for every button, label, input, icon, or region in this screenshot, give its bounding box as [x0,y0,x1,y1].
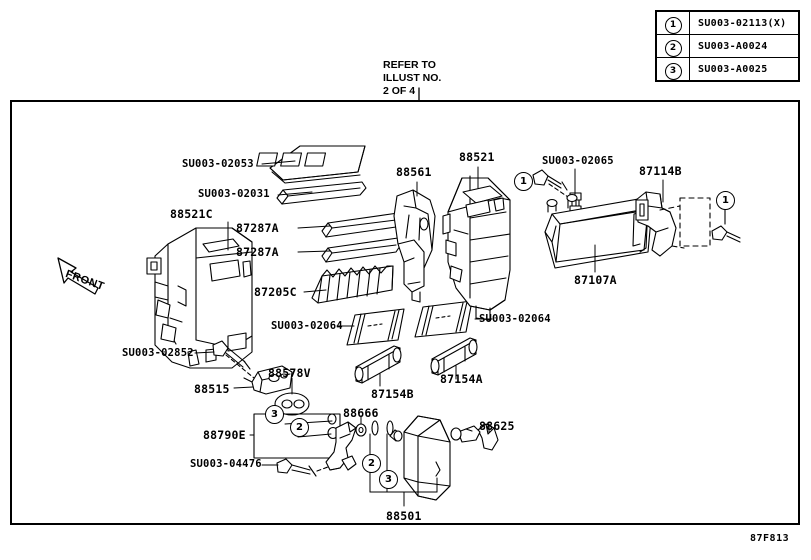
legend-circle-2: 2 [664,40,682,57]
refer-line-3: 2 OF 4 [383,85,416,97]
callout-2-bottom: 2 [362,454,381,473]
label-88790e: 88790E [203,428,246,442]
label-88501: 88501 [386,509,422,523]
callout-3-bottom: 3 [379,470,398,489]
legend-circle-3: 3 [664,63,682,80]
label-88521: 88521 [459,150,495,164]
label-88666: 88666 [343,406,379,420]
label-su003-02064-left: SU003-02064 [271,320,343,332]
legend-row: 3 SU003-A0025 [655,57,800,82]
label-87154b: 87154B [371,387,414,401]
label-87114b: 87114B [639,164,682,178]
label-su003-02065: SU003-02065 [542,155,614,167]
legend-code-1: SU003-02113(X) [689,10,800,35]
legend-row: 2 SU003-A0024 [655,34,800,58]
callout-3-left: 3 [265,405,284,424]
label-88521c: 88521C [170,207,213,221]
label-su003-02852: SU003-02852 [122,347,194,359]
label-87287a-lower: 87287A [236,245,279,259]
label-87154a: 87154A [440,372,483,386]
legend-code-3: SU003-A0025 [689,57,800,82]
label-su003-04476: SU003-04476 [190,458,262,470]
label-su003-02053: SU003-02053 [182,158,254,170]
legend-row: 1 SU003-02113(X) [655,10,800,35]
refer-line-1: REFER TO [383,59,436,71]
legend-table: 1 SU003-02113(X) 2 SU003-A0024 3 SU003-A… [655,10,800,82]
refer-line-2: ILLUST NO. [383,72,442,84]
callout-1-top: 1 [514,172,533,191]
callout-2-left: 2 [290,418,309,437]
label-87205c: 87205C [254,285,297,299]
label-87107a: 87107A [574,273,617,287]
legend-number-cell: 1 [655,10,690,35]
legend-circle-1: 1 [664,17,682,34]
label-88561: 88561 [396,165,432,179]
label-su003-02064-right: SU003-02064 [479,313,551,325]
label-su003-02031: SU003-02031 [198,188,270,200]
diagram-code: 87F813 [750,533,790,544]
legend-number-cell: 2 [655,34,690,58]
label-87287a-upper: 87287A [236,221,279,235]
label-88578v: 88578V [268,366,311,380]
label-88625: 88625 [479,419,515,433]
callout-1-right: 1 [716,191,735,210]
label-88515: 88515 [194,382,230,396]
legend-number-cell: 3 [655,57,690,82]
legend-code-2: SU003-A0024 [689,34,800,58]
refer-to-note: REFER TO ILLUST NO. 2 OF 4 [383,59,441,98]
